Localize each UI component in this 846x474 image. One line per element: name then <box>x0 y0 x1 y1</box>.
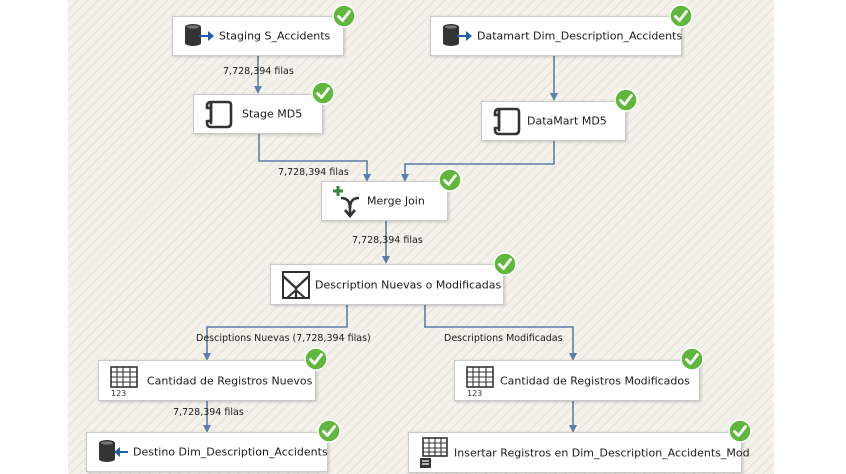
ole-db-source-icon <box>185 24 214 46</box>
ole-db-command-icon <box>420 436 448 468</box>
arrowhead <box>203 353 211 361</box>
node-label: Merge Join <box>367 194 425 208</box>
row-count-icon: 123 <box>110 365 138 398</box>
ole-db-source-icon <box>443 24 472 46</box>
node-staging-s-accidents[interactable]: Staging S_Accidents <box>172 16 344 56</box>
node-label: Cantidad de Registros Modificados <box>500 374 690 387</box>
success-check-icon <box>332 4 356 28</box>
arrowhead <box>550 93 558 101</box>
node-merge-join[interactable]: Merge Join <box>321 181 448 221</box>
success-check-icon <box>311 81 335 105</box>
arrowhead <box>569 353 577 361</box>
arrowhead <box>254 86 262 94</box>
success-check-icon <box>317 419 341 443</box>
arrowhead <box>203 425 211 433</box>
node-label: DataMart MD5 <box>527 114 607 128</box>
conditional-split-icon <box>282 270 310 299</box>
success-check-icon <box>728 419 752 443</box>
edge-label-modificadas: Descriptions Modificadas <box>444 333 563 344</box>
script-component-icon <box>205 100 233 129</box>
edge-label-nuevas: Desciptions Nuevas (7,728,394 filas) <box>196 333 371 344</box>
success-check-icon <box>614 88 638 112</box>
connector-split-to-count-modified <box>424 305 574 354</box>
node-label: Stage MD5 <box>242 107 303 121</box>
script-component-icon <box>493 107 521 136</box>
svg-text:123: 123 <box>467 389 482 398</box>
node-destino-dim-description-accidents[interactable]: Destino Dim_Description_Accidents <box>86 432 328 472</box>
merge-join-icon <box>333 186 360 218</box>
edge-label-rows: 7,728,394 filas <box>223 66 294 77</box>
node-label: Destino Dim_Description_Accidents <box>133 445 328 459</box>
node-label: Description Nuevas o Modificadas <box>315 278 502 291</box>
ole-db-destination-icon <box>99 440 128 462</box>
connector-split-to-count-new <box>206 305 348 354</box>
connector-layer <box>203 56 577 433</box>
svg-text:123: 123 <box>111 389 126 398</box>
connector-stage-md5-to-merge-join <box>258 133 368 176</box>
node-stage-md5[interactable]: Stage MD5 <box>193 94 323 134</box>
arrowhead <box>382 256 390 264</box>
node-label: Insertar Registros en Dim_Description_Ac… <box>454 446 750 459</box>
edge-label-rows: 7,728,394 filas <box>352 235 423 246</box>
arrowhead <box>363 174 371 182</box>
node-label: Cantidad de Registros Nuevos <box>147 374 313 387</box>
success-check-icon <box>493 252 517 276</box>
edge-label-rows: 7,728,394 filas <box>278 167 349 178</box>
row-count-icon: 123 <box>466 365 494 398</box>
node-datamart-dim-description-accidents[interactable]: Datamart Dim_Description_Accidents <box>430 16 682 56</box>
node-label: Staging S_Accidents <box>219 29 331 43</box>
success-check-icon <box>438 168 462 192</box>
success-check-icon <box>304 347 328 371</box>
connector-datamart-md5-to-merge-join <box>404 141 555 176</box>
node-conditional-split[interactable]: Description Nuevas o Modificadas <box>270 264 504 305</box>
node-datamart-md5[interactable]: DataMart MD5 <box>481 101 626 141</box>
node-label: Datamart Dim_Description_Accidents <box>477 29 683 43</box>
node-cantidad-registros-modificados[interactable]: 123 Cantidad de Registros Modificados <box>454 360 700 401</box>
edge-label-rows: 7,728,394 filas <box>173 407 244 418</box>
arrowhead <box>401 174 409 182</box>
node-cantidad-registros-nuevos[interactable]: 123 Cantidad de Registros Nuevos <box>98 360 316 401</box>
success-check-icon <box>669 4 693 28</box>
node-insertar-registros-mod[interactable]: Insertar Registros en Dim_Description_Ac… <box>408 432 750 473</box>
data-flow-canvas[interactable]: Staging S_Accidents Datamart Dim_Descrip… <box>68 0 774 474</box>
success-check-icon <box>680 347 704 371</box>
arrowhead <box>569 425 577 433</box>
